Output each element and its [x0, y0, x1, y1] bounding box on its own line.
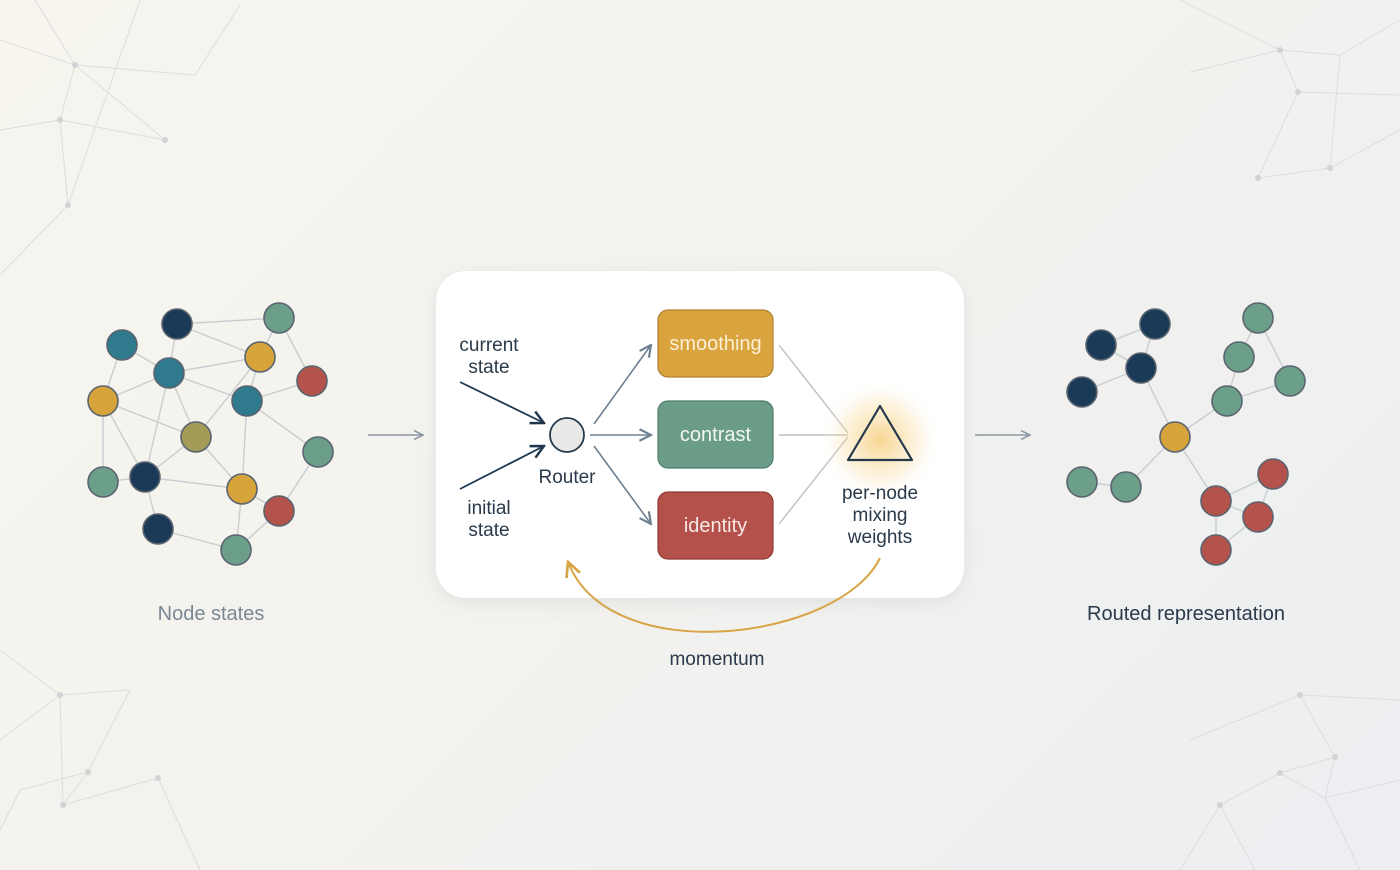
right-graph-node-mustard [1159, 421, 1191, 453]
right-graph-node-green [1066, 466, 1098, 498]
right-graph-node-navy [1125, 352, 1157, 384]
left-graph-node-olive [180, 421, 212, 453]
left-graph-node-mustard [87, 385, 119, 417]
left-graph-node-teal [106, 329, 138, 361]
left-graph-node-navy [129, 461, 161, 493]
left-graph-node-green [263, 302, 295, 334]
left-graph-node-red [296, 365, 328, 397]
left-graph-node-navy [161, 308, 193, 340]
right-graph-node-red [1257, 458, 1289, 490]
mixer-glow [818, 378, 942, 502]
right-graph-node-navy [1139, 308, 1171, 340]
left-graph-edge [102, 400, 197, 438]
left-graph-edge [144, 372, 170, 478]
arrow-router-to-smoothing [593, 345, 651, 425]
operator-contrast: contrast [657, 400, 774, 469]
operator-identity-label: identity [684, 515, 747, 537]
left-graph-node-teal [231, 385, 263, 417]
momentum-label: momentum [669, 649, 764, 670]
router-label: Router [538, 467, 596, 488]
left-graph-node-navy [142, 513, 174, 545]
background-network-dots [57, 47, 1338, 808]
left-graph-edges [102, 317, 319, 551]
right-graph-node-navy [1085, 329, 1117, 361]
left-graph-edge [144, 476, 243, 490]
right-graph-caption: Routed representation [1087, 603, 1285, 625]
left-graph-node-mustard [244, 341, 276, 373]
router-node [549, 417, 585, 453]
left-graph-nodes [87, 302, 334, 566]
left-graph-node-green [302, 436, 334, 468]
right-graph [1066, 302, 1306, 566]
left-graph-node-mustard [226, 473, 258, 505]
right-graph-node-green [1223, 341, 1255, 373]
left-graph-node-green [87, 466, 119, 498]
left-graph-edge [195, 356, 261, 438]
left-graph-caption: Node states [158, 603, 265, 625]
left-graph-edge [176, 317, 280, 325]
right-graph-node-green [1242, 302, 1274, 334]
momentum-feedback-arrow [568, 557, 881, 633]
right-graph-nodes [1066, 302, 1306, 566]
left-graph [87, 302, 334, 566]
arrow-initial-to-router [459, 446, 544, 490]
left-graph-node-green [220, 534, 252, 566]
operator-identity: identity [657, 491, 774, 560]
operator-contrast-label: contrast [680, 424, 752, 446]
left-graph-node-red [263, 495, 295, 527]
right-graph-node-navy [1066, 376, 1098, 408]
triangle-icon [846, 404, 914, 462]
operator-smoothing: smoothing [657, 309, 774, 378]
right-graph-node-green [1274, 365, 1306, 397]
arrow-router-to-identity [593, 445, 651, 524]
left-graph-node-teal [153, 357, 185, 389]
operator-smoothing-label: smoothing [669, 333, 761, 355]
right-graph-node-red [1200, 485, 1232, 517]
arrow-current-to-router [459, 381, 544, 423]
right-graph-node-red [1200, 534, 1232, 566]
right-graph-node-green [1110, 471, 1142, 503]
right-graph-node-green [1211, 385, 1243, 417]
right-graph-node-red [1242, 501, 1274, 533]
